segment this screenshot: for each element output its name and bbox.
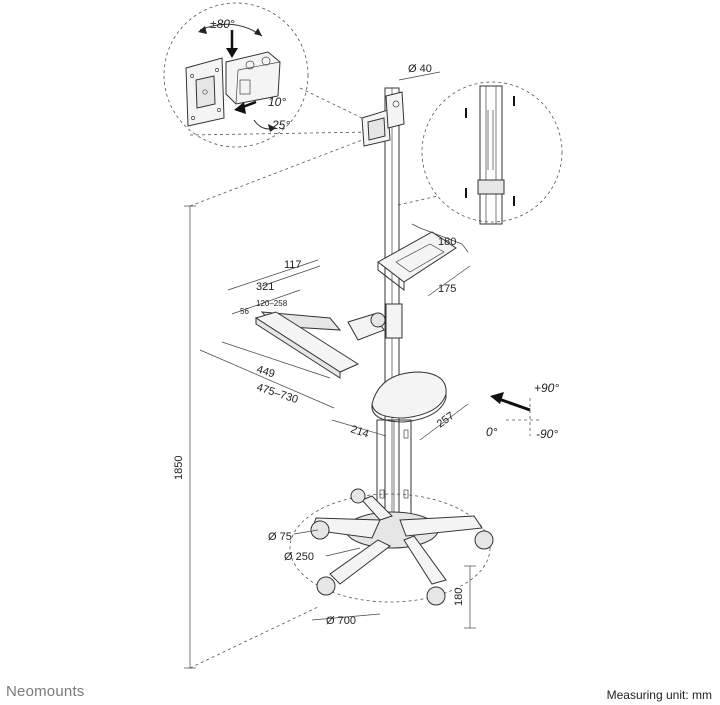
rotation-indicator — [490, 392, 540, 436]
kb-width-label: 449 — [255, 363, 276, 380]
swivel-angle-label: ±80° — [210, 17, 235, 31]
arm-length-label: 321 — [256, 281, 274, 293]
shelf-width-label: 180 — [438, 236, 456, 248]
tilt-up-label: 10° — [268, 95, 286, 109]
mouse-depth-label: 257 — [435, 410, 457, 430]
pole-diameter-label: Ø 40 — [408, 63, 432, 75]
tilt-down-label: 25° — [271, 118, 290, 132]
base-height-label: 180 — [453, 588, 465, 606]
kb-min-label: 56 — [240, 307, 249, 316]
base — [289, 488, 494, 606]
rotate-minus-label: -90° — [536, 427, 558, 441]
shelf-depth-label: 175 — [438, 283, 456, 295]
total-height-label: 1850 — [173, 456, 185, 480]
caster-diameter-label: Ø 75 — [268, 531, 292, 543]
top-shelf — [377, 231, 457, 292]
rotate-plus-label: +90° — [534, 381, 559, 395]
arm-offset-label: 117 — [284, 259, 302, 271]
base-diameter-label: Ø 700 — [326, 615, 356, 627]
monitor-head — [361, 91, 405, 147]
rotate-zero-label: 0° — [486, 425, 498, 439]
vesa-detail-callout — [163, 2, 373, 148]
measuring-unit-note: Measuring unit: mm — [606, 688, 712, 702]
base-center-label: Ø 250 — [284, 551, 314, 563]
mouse-offset-label: 214 — [349, 423, 370, 440]
kb-range-label: 120–258 — [256, 299, 288, 308]
keyboard-tray — [254, 311, 360, 379]
brand-logo: Neomounts — [6, 683, 85, 700]
kb-extension-label: 475–730 — [255, 381, 299, 406]
pole-detail-callout — [397, 81, 563, 225]
mouse-pad — [371, 371, 447, 423]
